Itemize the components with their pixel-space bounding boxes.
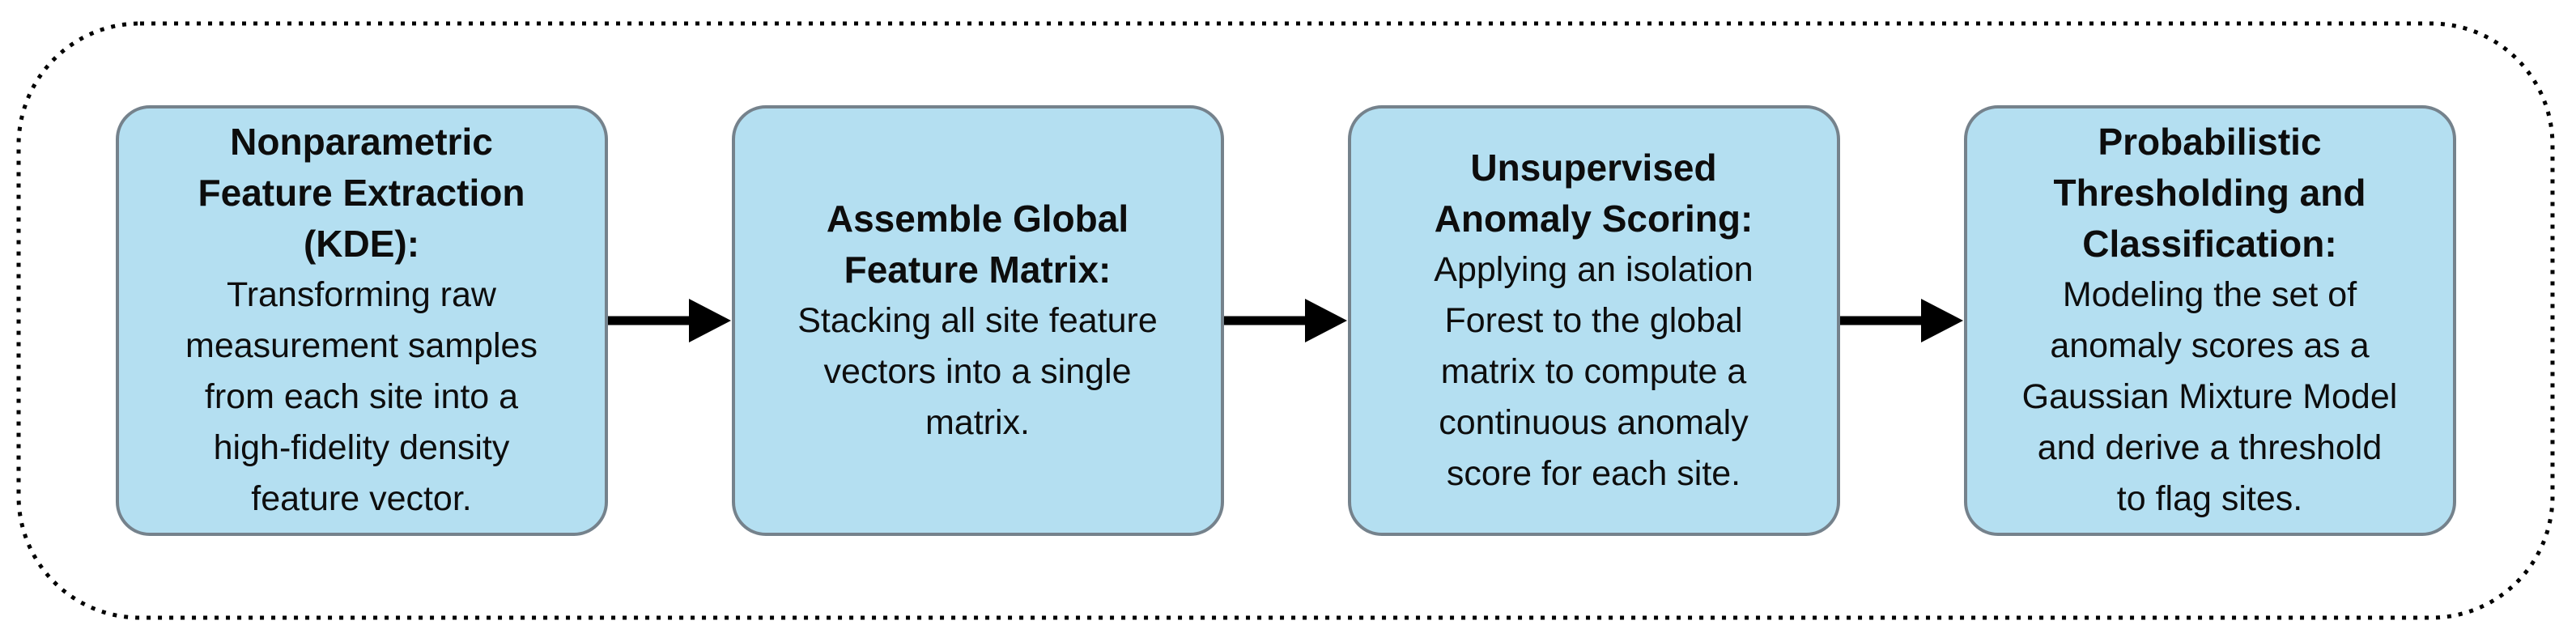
step-title: Probabilistic Thresholding and Classific… xyxy=(2053,121,2366,265)
flow-step-thresholding: Probabilistic Thresholding and Classific… xyxy=(1963,105,2456,536)
flow-step-content: Assemble Global Feature Matrix: Stacking… xyxy=(797,193,1158,449)
arrow-right-icon xyxy=(1223,299,1347,342)
step-title: Nonparametric Feature Extraction (KDE): xyxy=(198,121,525,265)
flow-step-global-matrix: Assemble Global Feature Matrix: Stacking… xyxy=(731,105,1224,536)
flow-step-content: Nonparametric Feature Extraction (KDE): … xyxy=(185,117,538,525)
arrow-right-icon xyxy=(1839,299,1963,342)
flow-step-content: Probabilistic Thresholding and Classific… xyxy=(2022,117,2398,525)
flow-steps-row: Nonparametric Feature Extraction (KDE): … xyxy=(16,21,2555,620)
flowchart-canvas: Nonparametric Feature Extraction (KDE): … xyxy=(16,21,2555,620)
flow-step-kde: Nonparametric Feature Extraction (KDE): … xyxy=(115,105,608,536)
arrow-right-icon xyxy=(607,299,731,342)
step-description: Stacking all site feature vectors into a… xyxy=(797,300,1158,442)
step-title: Unsupervised Anomaly Scoring: xyxy=(1434,146,1753,240)
step-description: Modeling the set of anomaly scores as a … xyxy=(2021,275,2398,518)
step-description: Transforming raw measurement samples fro… xyxy=(185,275,538,518)
dotted-border-frame xyxy=(16,21,2555,620)
flow-step-content: Unsupervised Anomaly Scoring: Applying a… xyxy=(1434,142,1753,500)
step-title: Assemble Global Feature Matrix: xyxy=(826,197,1129,291)
step-description: Applying an isolation Forest to the glob… xyxy=(1434,249,1753,493)
flow-step-anomaly-scoring: Unsupervised Anomaly Scoring: Applying a… xyxy=(1347,105,1840,536)
